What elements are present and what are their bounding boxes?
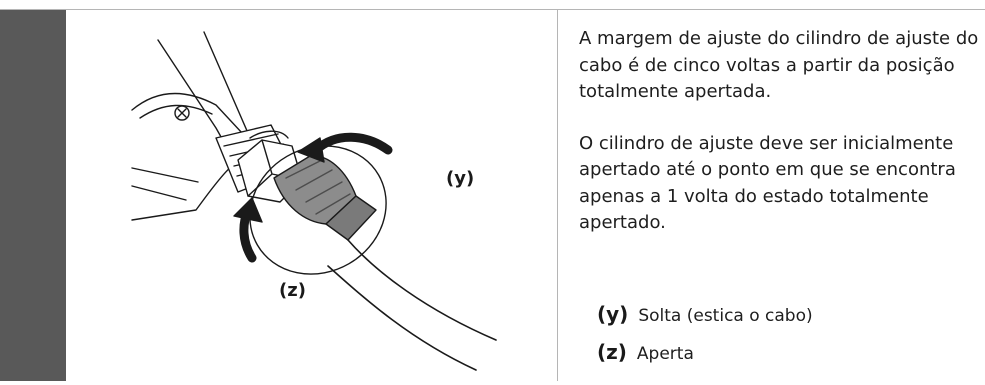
legend-text-y: Solta (estica o cabo) <box>638 306 813 326</box>
instruction-text: A margem de ajuste do cilindro de ajuste… <box>579 26 979 237</box>
legend-key-y: (y) <box>597 302 629 326</box>
arrow-y-body <box>311 132 393 155</box>
callout-y-label: (y) <box>446 168 475 189</box>
instruction-paragraph-1: A margem de ajuste do cilindro de ajuste… <box>579 28 979 102</box>
adjuster-knurl <box>285 159 351 215</box>
section-sidebar-bar <box>0 9 66 381</box>
bracket-line <box>203 31 252 141</box>
arrow-y-head <box>297 137 325 163</box>
top-rule <box>0 9 985 10</box>
adjuster-end <box>325 195 377 241</box>
barrel-ring <box>249 130 289 139</box>
legend-item-z: (z) Aperta <box>597 340 977 364</box>
arrow-z-head <box>233 197 263 223</box>
cable-housing-top <box>347 239 497 341</box>
bracket-edge <box>139 104 213 119</box>
legend-key-z: (z) <box>597 340 627 364</box>
bracket-line <box>131 185 187 201</box>
column-divider <box>557 9 558 381</box>
legend-item-y: (y) Solta (estica o cabo) <box>597 302 977 326</box>
cable-adjuster-illustration: (y) (z) <box>66 10 557 381</box>
callout-z-label: (z) <box>279 280 306 301</box>
cable-housing-bottom <box>327 265 477 371</box>
rotation-circle <box>249 145 387 275</box>
cable-adjuster-drawing <box>131 31 497 371</box>
bracket-bolt-cross <box>177 108 187 118</box>
legend-text-z: Aperta <box>636 344 694 364</box>
bracket-line <box>131 167 199 183</box>
bracket-bolt <box>174 105 190 121</box>
instruction-paragraph-2: O cilindro de ajuste deve ser inicialmen… <box>579 132 956 234</box>
